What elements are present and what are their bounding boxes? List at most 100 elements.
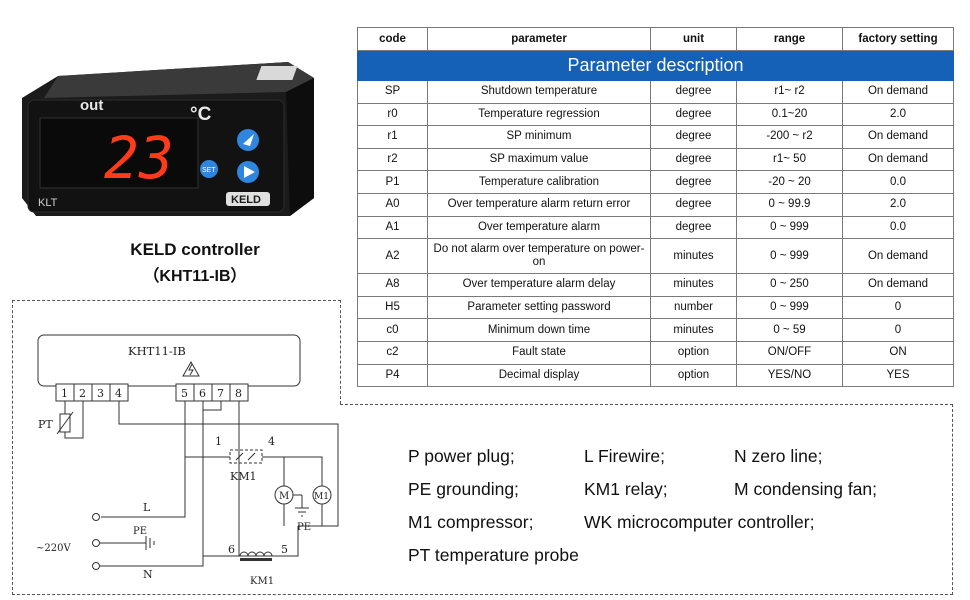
relay-contact-km1 (229, 449, 263, 464)
table-cell: 0 ~ 250 (736, 273, 843, 297)
diagram-frame-left (12, 300, 341, 595)
table-cell: Decimal display (427, 363, 651, 388)
lightning-icon (188, 363, 194, 376)
table-cell: r1~ r2 (736, 80, 843, 104)
table-cell: P4 (357, 363, 428, 388)
caption-model: （KHT11-IB） (143, 268, 247, 285)
table-cell: 0 ~ 59 (736, 318, 843, 342)
up-arrow-icon (243, 134, 254, 146)
table-cell: degree (650, 102, 737, 127)
table-cell: ON/OFF (736, 340, 843, 365)
table-cell: 0.0 (842, 215, 954, 240)
table-cell: Temperature regression (427, 102, 651, 127)
table-cell: A8 (357, 273, 428, 297)
brand-logo-text: KELD (231, 194, 261, 206)
column-header: parameter (427, 27, 651, 51)
table-cell: number (650, 295, 737, 320)
table-cell: 0 ~ 999 (736, 215, 843, 240)
out-label: out (80, 97, 103, 114)
brand-logo (226, 192, 270, 206)
warning-triangle-icon (182, 360, 200, 377)
terminal-7: 7 (217, 387, 224, 400)
wiring-diagram: KHT11-IB 1 2 3 4 5 6 7 8 PT 1 4 KM1 M M1… (36, 334, 339, 587)
table-cell: 0.1~20 (736, 102, 843, 127)
coil-label: KM1 (250, 576, 274, 587)
set-button[interactable] (200, 160, 218, 178)
table-cell: 0 (842, 318, 954, 342)
table-cell: degree (650, 80, 737, 104)
table-cell: Minimum down time (427, 318, 651, 342)
table-cell: degree (650, 125, 737, 149)
table-cell: minutes (650, 273, 737, 297)
caption-title: KELD controller (130, 240, 260, 259)
table-cell: On demand (842, 147, 954, 172)
parameter-table: Parameter description code parameter uni… (357, 27, 954, 388)
table-cell: c0 (357, 318, 428, 342)
table-title-row: Parameter description (357, 50, 954, 81)
probe-slash (56, 411, 74, 435)
table-header-row: code parameter unit range factory settin… (357, 27, 954, 51)
relay-contact-left: 1 (215, 435, 222, 448)
terminal-block-right (175, 383, 249, 402)
diagram-frame-right (340, 404, 953, 595)
table-cell: 0 ~ 999 (736, 295, 843, 320)
column-header: code (357, 27, 428, 51)
table-cell: r0 (357, 102, 428, 127)
legend-temperature-probe: PT temperature probe (408, 545, 579, 565)
table-cell: Parameter setting password (427, 295, 651, 320)
terminal-1: 1 (61, 387, 68, 400)
coil-right-label: 5 (281, 543, 288, 556)
table-cell: 0 ~ 99.9 (736, 192, 843, 217)
compressor-motor-label: M1 (314, 492, 329, 502)
table-cell: SP maximum value (427, 147, 651, 172)
table-cell: degree (650, 170, 737, 194)
table-cell: Temperature calibration (427, 170, 651, 194)
controller-top-face (44, 62, 314, 98)
table-cell: minutes (650, 318, 737, 342)
table-cell: r1 (357, 125, 428, 149)
table-cell: Do not alarm over temperature on power-o… (427, 238, 651, 275)
display-window (39, 117, 199, 189)
table-cell: YES/NO (736, 363, 843, 388)
column-header: factory setting (842, 27, 954, 51)
ground-symbol-icon (295, 495, 309, 517)
controller-sticker (256, 66, 298, 80)
probe-label: PT (38, 418, 53, 431)
table-cell: ON (842, 340, 954, 365)
wire-relay (185, 456, 323, 486)
table-cell: On demand (842, 125, 954, 149)
model-short-label: KLT (38, 197, 58, 209)
set-button-label: SET (202, 167, 216, 174)
pe-ground-wire (100, 536, 155, 550)
legend-compressor: M1 compressor; (408, 512, 534, 532)
table-cell: -20 ~ 20 (736, 170, 843, 194)
table-cell: degree (650, 215, 737, 240)
terminal-6: 6 (199, 387, 206, 400)
table-cell: A2 (357, 238, 428, 275)
terminal-2: 2 (79, 387, 86, 400)
table-cell: SP minimum (427, 125, 651, 149)
legend-firewire: L Firewire; (584, 446, 666, 466)
coil-return-wire (272, 526, 299, 557)
wire-bridge-6-7 (203, 401, 222, 411)
pe-label: PE (133, 526, 147, 537)
table-cell: c2 (357, 340, 428, 365)
line-label: L (143, 501, 151, 514)
column-header: unit (650, 27, 737, 51)
probe-wires (64, 401, 84, 439)
controller-model-label: KHT11-IB (128, 344, 186, 358)
table-cell: SP (357, 80, 428, 104)
terminal-4: 4 (115, 387, 122, 400)
legend-controller: WK microcomputer controller; (584, 512, 815, 532)
ground-terminal (92, 539, 100, 547)
table-cell: r1~ 50 (736, 147, 843, 172)
